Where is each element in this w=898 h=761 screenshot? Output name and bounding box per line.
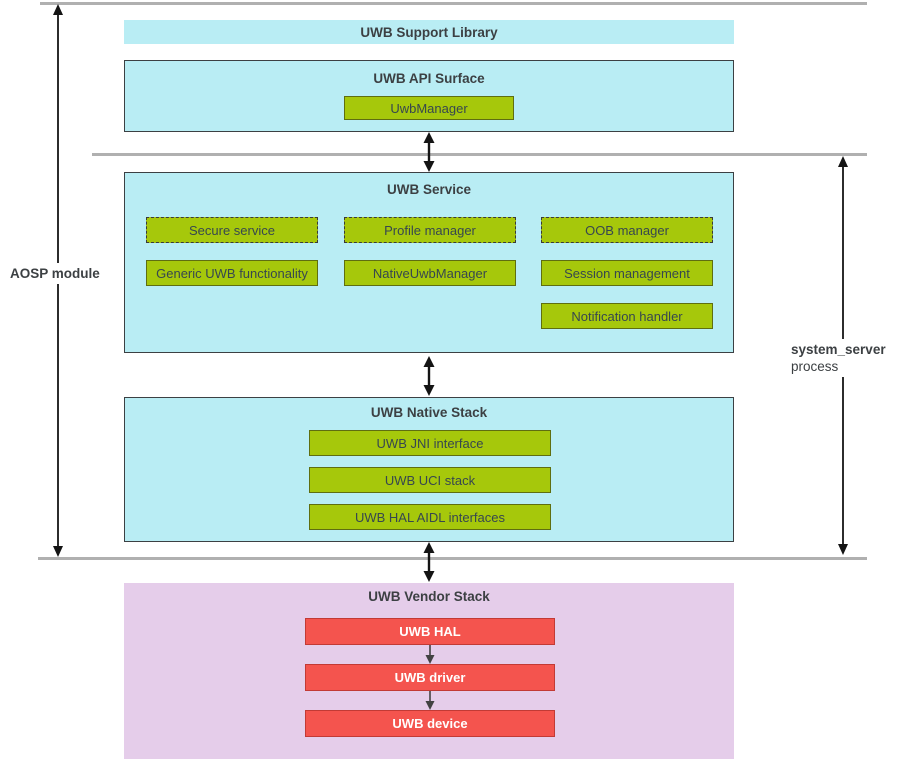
secure-service-box: Secure service	[146, 217, 318, 243]
profile-manager-box: Profile manager	[344, 217, 516, 243]
system-server-label: system_server process	[787, 339, 890, 377]
hal-to-driver-arrow	[425, 645, 435, 664]
native-to-vendor-arrow	[423, 542, 435, 582]
oob-manager-box: OOB manager	[541, 217, 713, 243]
uwb-service-title: UWB Service	[386, 182, 472, 197]
boundary-line-system-server-top	[92, 153, 867, 156]
uwb-native-stack-box: UWB Native Stack UWB JNI interface UWB U…	[124, 397, 734, 542]
generic-uwb-functionality-box: Generic UWB functionality	[146, 260, 318, 286]
process-text: process	[791, 359, 839, 374]
uwb-support-library-box: UWB Support Library	[124, 20, 734, 44]
uwb-device-box: UWB device	[305, 710, 555, 737]
uwb-vendor-stack-box: UWB Vendor Stack UWB HAL UWB driver UWB …	[124, 583, 734, 759]
api-to-service-arrow	[423, 132, 435, 172]
uwb-uci-stack-box: UWB UCI stack	[309, 467, 551, 493]
session-management-box: Session management	[541, 260, 713, 286]
boundary-line-top	[40, 2, 867, 5]
uwb-api-surface-box: UWB API Surface UwbManager	[124, 60, 734, 132]
notification-handler-box: Notification handler	[541, 303, 713, 329]
aosp-module-text: AOSP module	[10, 266, 100, 281]
service-to-native-arrow	[423, 356, 435, 396]
uwb-hal-aidl-interfaces-box: UWB HAL AIDL interfaces	[309, 504, 551, 530]
aosp-module-label: AOSP module	[6, 263, 104, 284]
uwb-support-library-title: UWB Support Library	[360, 24, 498, 40]
driver-to-device-arrow	[425, 691, 435, 710]
uwb-driver-box: UWB driver	[305, 664, 555, 691]
nativeuwbmanager-box: NativeUwbManager	[344, 260, 516, 286]
uwb-api-surface-title: UWB API Surface	[373, 71, 485, 86]
boundary-line-bottom	[38, 557, 867, 560]
uwb-jni-interface-box: UWB JNI interface	[309, 430, 551, 456]
uwbmanager-box: UwbManager	[344, 96, 514, 120]
system-server-text: system_server	[791, 342, 886, 357]
uwb-hal-box: UWB HAL	[305, 618, 555, 645]
uwb-native-stack-title: UWB Native Stack	[370, 405, 488, 420]
uwb-service-box: UWB Service Secure service Profile manag…	[124, 172, 734, 353]
uwb-vendor-stack-title: UWB Vendor Stack	[368, 589, 490, 604]
